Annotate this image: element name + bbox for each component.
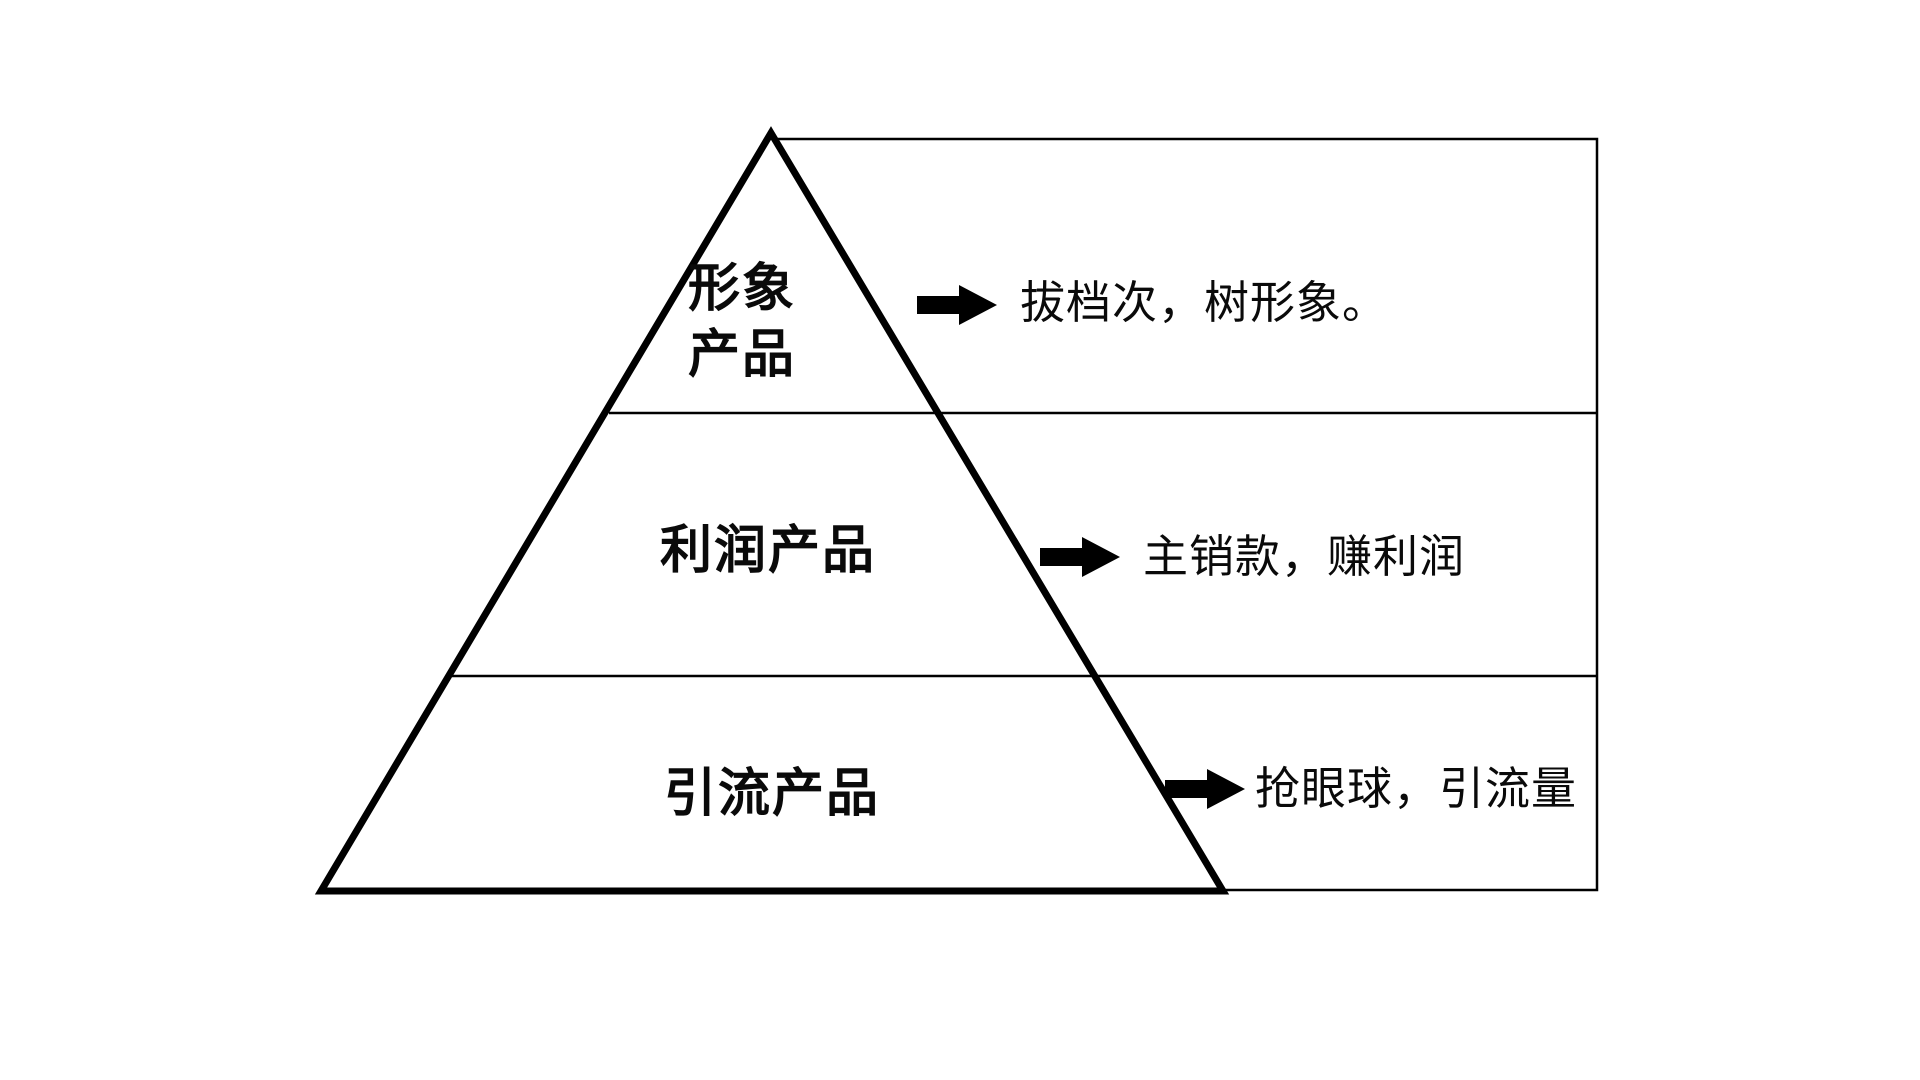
tier3-label: 引流产品	[664, 761, 880, 827]
tier2-label-line1: 利润产品	[659, 522, 877, 580]
tier2-description: 主销款，赚利润	[1143, 531, 1466, 582]
right-block-arrow-icon	[1165, 769, 1245, 809]
pyramid-outline	[314, 126, 1230, 895]
tier1-label-line1: 形象	[687, 260, 797, 318]
tier1-label: 形象 产品	[688, 256, 796, 388]
tier3-description: 抢眼球，引流量	[1255, 763, 1578, 814]
tier2-label: 利润产品	[660, 518, 876, 584]
right-panel-outline	[775, 137, 1599, 892]
right-block-arrow-icon	[917, 285, 997, 325]
tier1-description: 拔档次，树形象。	[1020, 277, 1389, 328]
tier3-label-line1: 引流产品	[663, 765, 881, 823]
tier1-label-line2: 产品	[687, 326, 797, 384]
right-block-arrow-icon	[1040, 537, 1120, 577]
